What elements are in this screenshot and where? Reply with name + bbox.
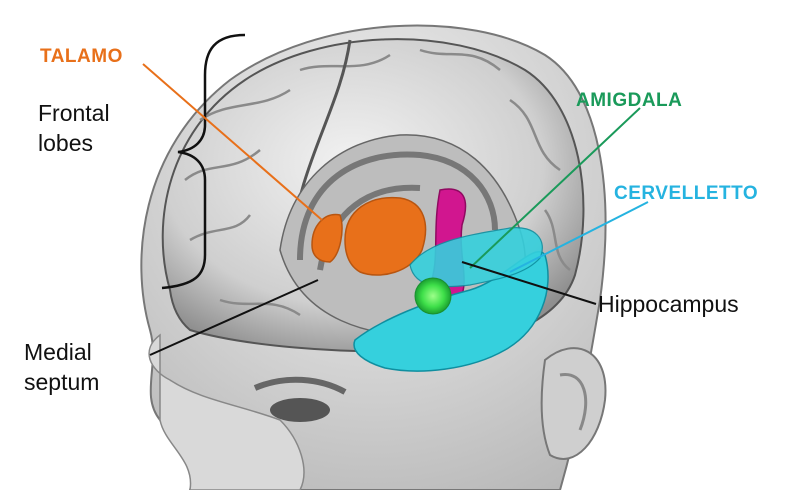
label-frontal-lobes-line2: lobes: [38, 130, 93, 156]
brain: [161, 38, 585, 372]
cerebellum-upper: [409, 227, 543, 288]
thalamus-region: [344, 196, 427, 276]
thalamus-lateral: [311, 213, 343, 263]
label-medial-septum-line2: septum: [24, 369, 100, 395]
medial-septum-leader: [149, 279, 319, 356]
eyebrow: [253, 376, 347, 395]
ear: [540, 347, 607, 460]
label-amigdala: AMIGDALA: [576, 90, 683, 111]
frontal-lobes-brace: [161, 33, 246, 290]
label-frontal-lobes-line1: Frontal: [38, 100, 110, 126]
label-hippocampus: Hippocampus: [598, 291, 739, 317]
face-profile: [148, 333, 305, 490]
talamo-leader: [142, 63, 323, 221]
cervelletto-leader: [509, 201, 649, 273]
amygdala-region: [414, 277, 452, 315]
label-medial-septum: Medial septum: [24, 337, 99, 397]
amigdala-leader: [469, 107, 641, 269]
eye: [270, 398, 330, 422]
label-frontal-lobes: Frontal lobes: [38, 98, 110, 158]
gyri: [184, 39, 571, 317]
label-medial-septum-line1: Medial: [24, 339, 92, 365]
label-cervelletto: CERVELLETTO: [614, 183, 759, 204]
ear-inner: [559, 373, 588, 431]
label-talamo: TALAMO: [40, 46, 123, 67]
hippocampus-leader: [461, 261, 597, 305]
